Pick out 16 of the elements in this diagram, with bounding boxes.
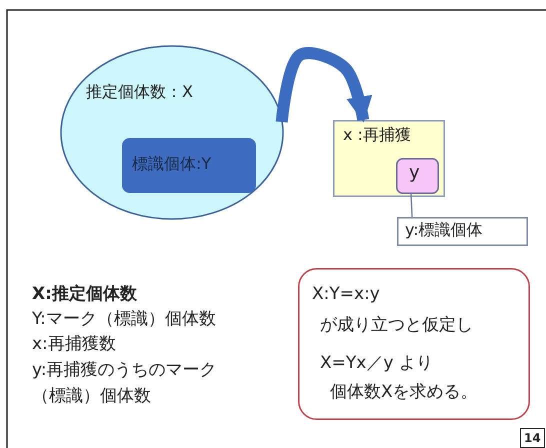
formula-text: X:Y=x:y	[312, 284, 380, 304]
curved-arrow	[276, 47, 372, 123]
node-label: y	[409, 162, 420, 183]
legend-text: y:再捕獲のうちのマーク（標識）個体数	[32, 359, 218, 408]
legend-text: x:再捕獲数	[32, 333, 116, 355]
formula-text: 個体数Xを求める。	[330, 381, 478, 403]
page-number: 14	[520, 428, 545, 448]
node-label: 推定個体数：X	[86, 82, 193, 103]
legend-text: X:推定個体数	[32, 283, 137, 305]
formula-text: X=Yx／y より	[320, 352, 433, 374]
node-label: x :再捕獲	[343, 125, 411, 146]
formula-text: が成り立つと仮定し	[320, 314, 473, 336]
legend-text: Y:マーク（標識）個体数	[32, 308, 216, 330]
node-label: y:標識個体	[405, 220, 483, 241]
node-label: 標識個体:Y	[132, 154, 212, 175]
leader-line	[410, 194, 413, 218]
